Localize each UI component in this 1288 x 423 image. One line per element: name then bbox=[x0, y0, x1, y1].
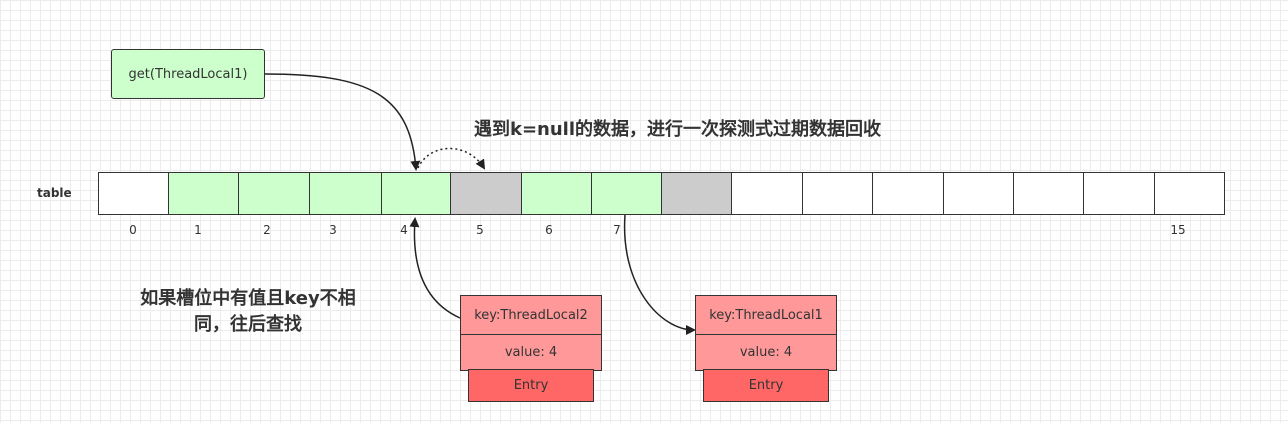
slot-index-0: 0 bbox=[129, 223, 137, 237]
entry-a-type: Entry bbox=[468, 369, 594, 402]
entry-a-value: value: 4 bbox=[460, 334, 602, 371]
table-slot-14 bbox=[1083, 172, 1155, 215]
table-slot-3 bbox=[309, 172, 382, 215]
table-slot-9 bbox=[731, 172, 803, 215]
table-slot-15 bbox=[1154, 172, 1225, 215]
lookup-arrow bbox=[264, 73, 421, 171]
slot-index-3: 3 bbox=[329, 223, 337, 237]
entry-a-key: key:ThreadLocal2 bbox=[460, 295, 602, 336]
entry-b-key: key:ThreadLocal1 bbox=[695, 295, 837, 336]
table-slot-13 bbox=[1013, 172, 1084, 215]
table-slot-5 bbox=[450, 172, 522, 215]
collision-note-line1: 如果槽位中有值且key不相 bbox=[140, 288, 356, 309]
table-slot-4 bbox=[381, 172, 451, 215]
slot-index-4: 4 bbox=[400, 223, 408, 237]
table-slot-10 bbox=[802, 172, 873, 215]
get-call-box: get(ThreadLocal1) bbox=[111, 49, 265, 99]
table-slot-6 bbox=[521, 172, 592, 215]
slot-index-1: 1 bbox=[194, 223, 202, 237]
slot-index-7: 7 bbox=[613, 223, 621, 237]
table-slot-2 bbox=[238, 172, 310, 215]
collision-note: 如果槽位中有值且key不相 同，往后查找 bbox=[116, 286, 380, 338]
entry-b-arrow bbox=[623, 214, 696, 335]
slot-index-2: 2 bbox=[263, 223, 271, 237]
table-slot-0 bbox=[98, 172, 169, 215]
table-slot-11 bbox=[872, 172, 944, 215]
slot-index-5: 5 bbox=[476, 223, 484, 237]
collision-note-line2: 同，往后查找 bbox=[194, 314, 302, 335]
entry-b-type: Entry bbox=[703, 369, 829, 402]
table-label: table bbox=[37, 186, 72, 200]
probe-arrow bbox=[417, 147, 486, 170]
table-slot-7 bbox=[591, 172, 662, 215]
probe-note: 遇到k=null的数据，进行一次探测式过期数据回收 bbox=[474, 119, 882, 140]
entry-a-arrow bbox=[409, 217, 461, 319]
entry-b-value: value: 4 bbox=[695, 334, 837, 371]
table-slot-1 bbox=[168, 172, 239, 215]
slot-index-15: 15 bbox=[1170, 223, 1186, 237]
table-slot-8 bbox=[661, 172, 732, 215]
slot-index-6: 6 bbox=[545, 223, 553, 237]
table-slot-12 bbox=[943, 172, 1014, 215]
